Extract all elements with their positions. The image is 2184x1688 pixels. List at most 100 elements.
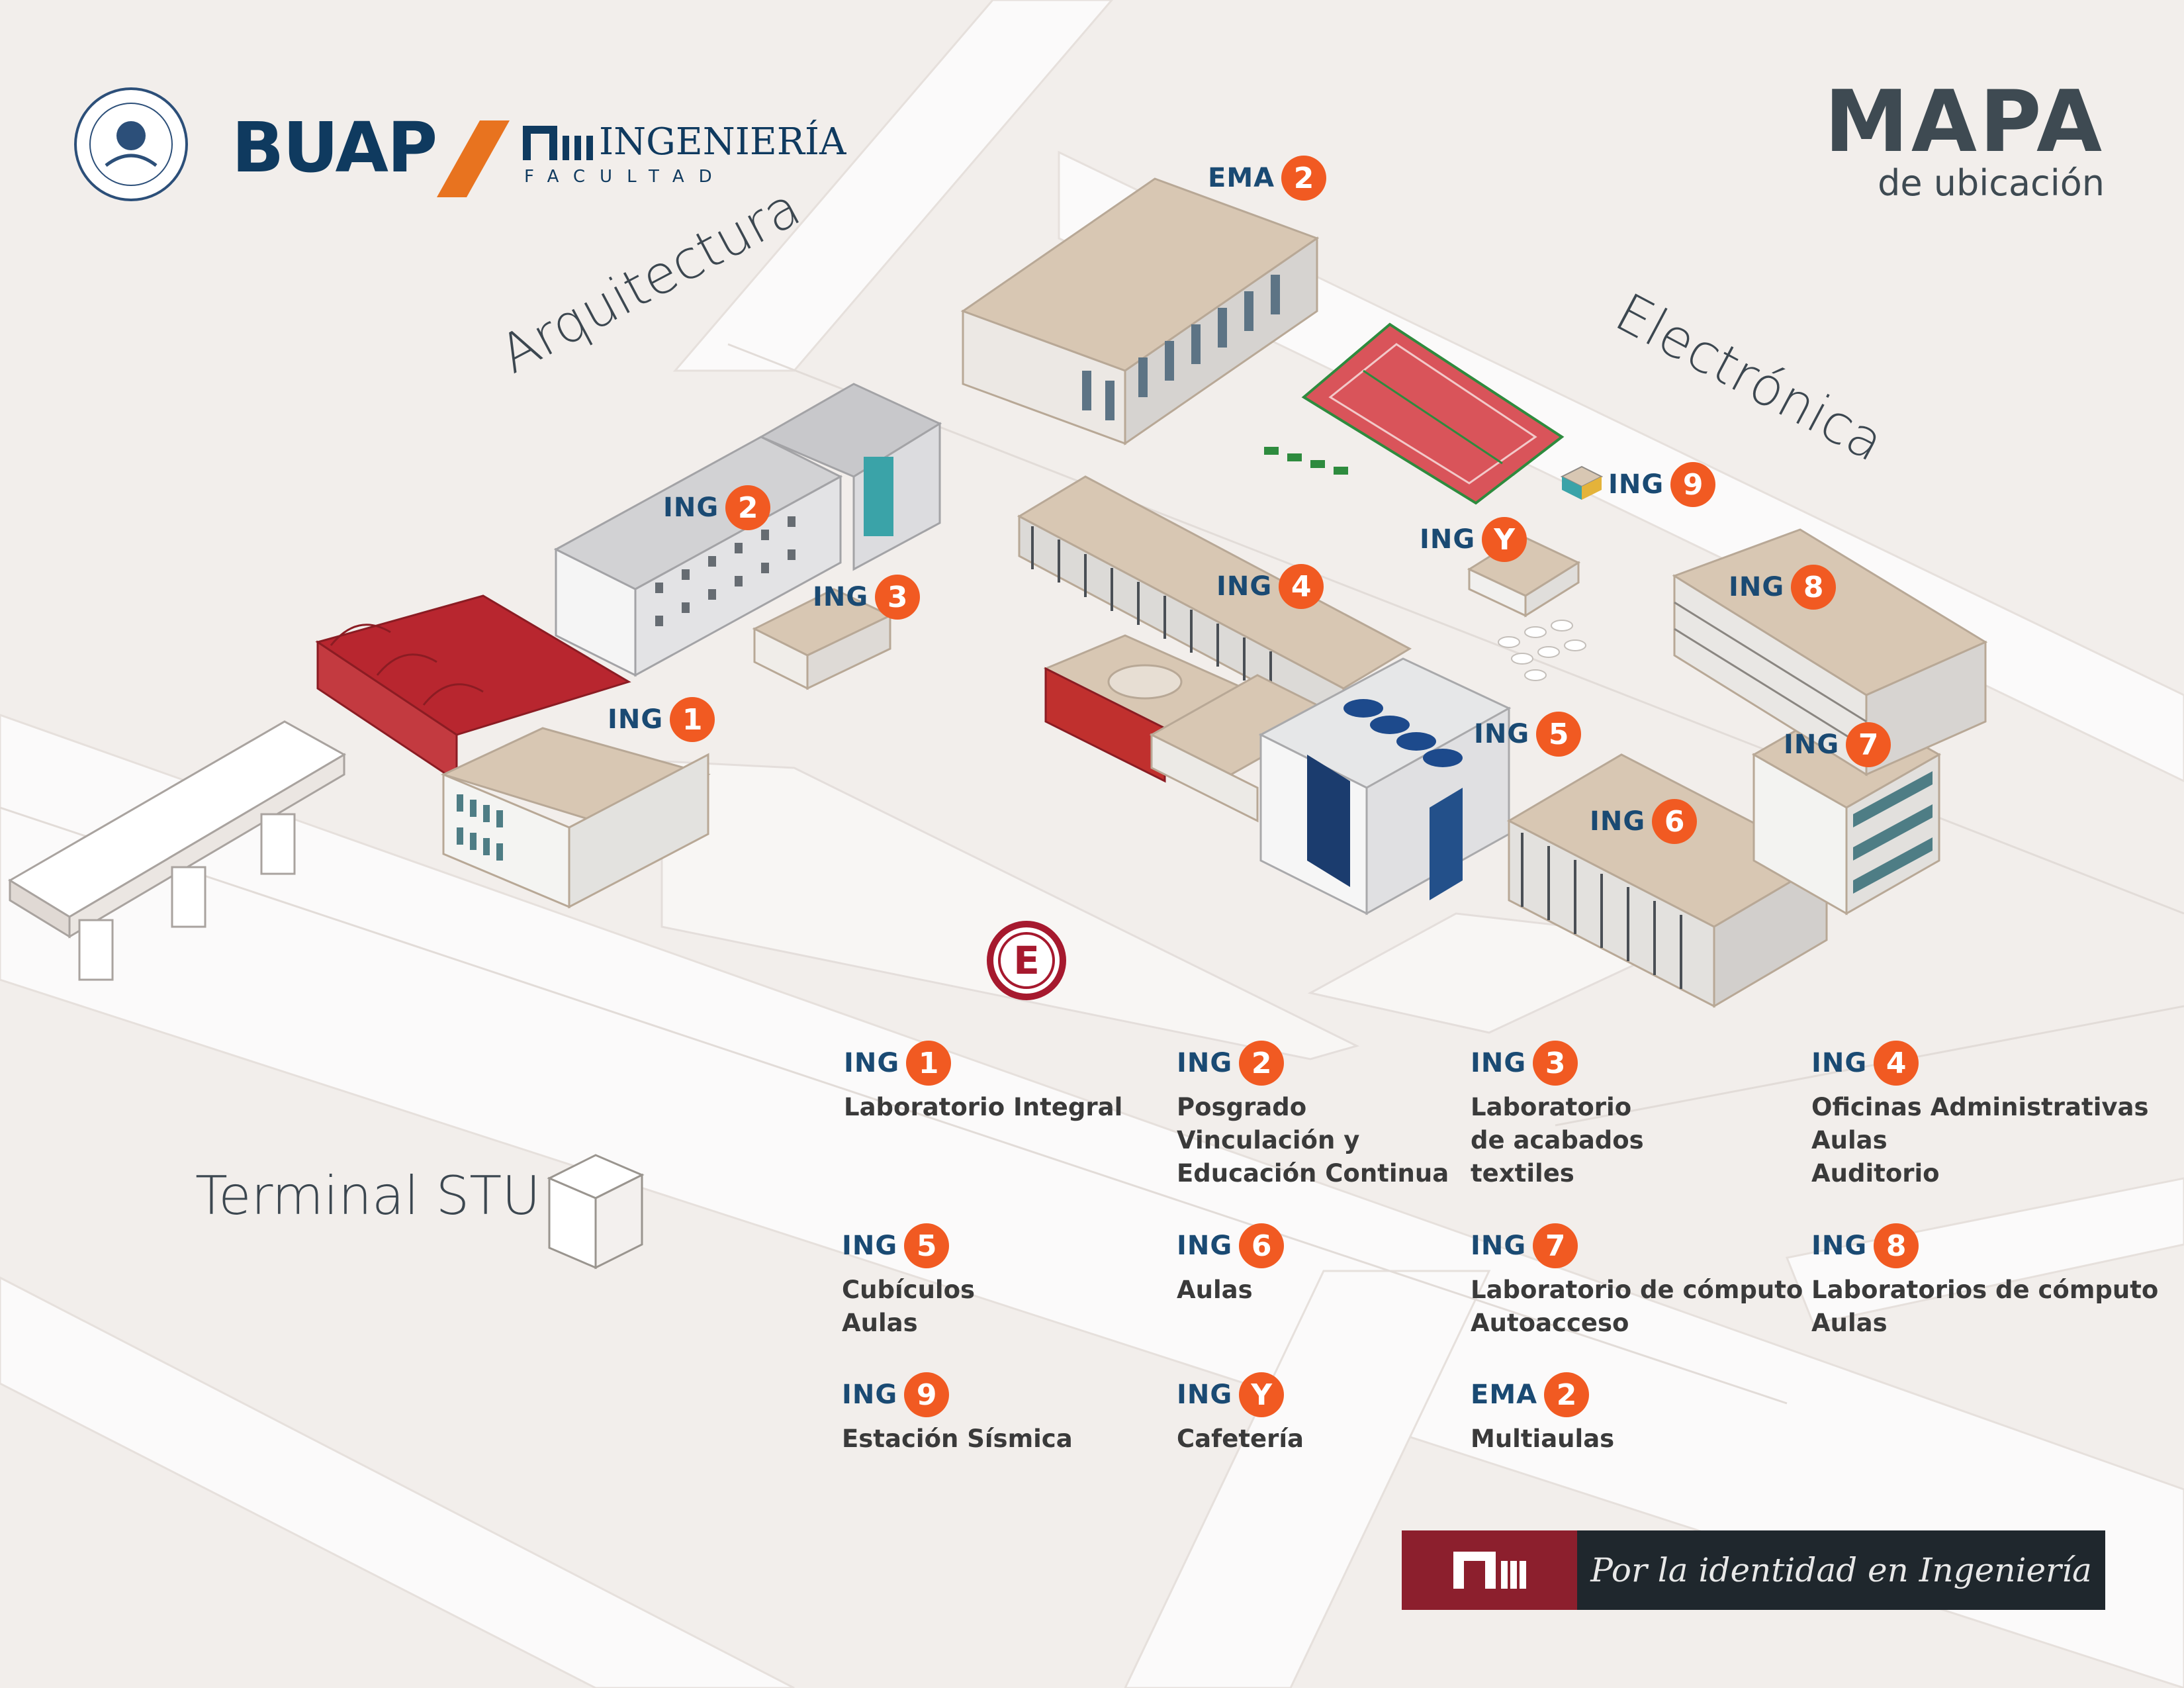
legend-number: 6 (1239, 1223, 1285, 1268)
legend-line: textiles (1471, 1159, 1574, 1188)
map-marker-ingy[interactable]: ING Y (1420, 517, 1527, 562)
banner-slogan: Por la identidad en Ingeniería (1590, 1551, 2092, 1589)
faculty-name: INGENIERÍA (599, 120, 846, 164)
legend-line: Educación Continua (1177, 1159, 1449, 1188)
marker-prefix: ING (608, 704, 664, 735)
terminal-stu-kiosk (547, 1154, 645, 1270)
legend-line: Aulas (1177, 1276, 1253, 1304)
legend-prefix: EMA (1471, 1380, 1538, 1410)
marker-number: Y (1482, 517, 1527, 562)
marker-prefix: ING (1474, 719, 1530, 749)
buap-wordmark: BUAP (232, 107, 437, 188)
legend-prefix: ING (842, 1380, 898, 1410)
marker-prefix: ING (1216, 571, 1273, 602)
legend-line: Auditorio (1811, 1159, 1940, 1188)
marker-prefix: ING (1784, 729, 1840, 760)
legend-number: 9 (904, 1372, 950, 1417)
legend-number: 2 (1544, 1372, 1590, 1417)
building-ing2 (553, 383, 942, 677)
legend-line: Posgrado (1177, 1093, 1307, 1121)
banner-slogan-block: Por la identidad en Ingeniería (1577, 1530, 2105, 1610)
building-ing3 (752, 588, 893, 690)
building-ing8 (1672, 528, 1988, 776)
legend-line: de acabados (1471, 1126, 1644, 1154)
map-marker-ing3[interactable]: ING 3 (813, 575, 921, 620)
legend-number: 7 (1533, 1223, 1578, 1268)
building-ing5 (1258, 657, 1512, 915)
legend-line: Aulas (1811, 1309, 1888, 1337)
marker-prefix: ING (1729, 572, 1785, 602)
legend-number: 4 (1874, 1041, 1919, 1086)
legend-line: Laboratorio (1471, 1093, 1632, 1121)
legend-line: Laboratorio Integral (844, 1093, 1123, 1121)
legend-prefix: ING (1177, 1380, 1233, 1410)
legend-number: 8 (1874, 1223, 1919, 1268)
building-ema2 (960, 177, 1320, 445)
benches (1264, 447, 1348, 475)
legend-line: Aulas (842, 1309, 918, 1337)
area-label-terminal-stu: Terminal STU (195, 1165, 541, 1227)
marker-prefix: EMA (1208, 163, 1275, 193)
marker-prefix: ING (663, 492, 719, 523)
marker-number: 7 (1846, 722, 1891, 767)
legend-line: Estación Sísmica (842, 1425, 1073, 1453)
building-ing4 (1017, 475, 1412, 823)
sports-court (1301, 322, 1565, 505)
marker-number: 2 (1281, 156, 1327, 201)
map-marker-ing5[interactable]: ING 5 (1474, 712, 1582, 757)
marker-number: 8 (1791, 565, 1837, 610)
bridge (8, 720, 347, 981)
legend-prefix: ING (1177, 1048, 1233, 1078)
ingenieria-logo-mark (523, 126, 593, 160)
identity-banner: Por la identidad en Ingeniería (1402, 1530, 2105, 1610)
legend-prefix: ING (842, 1231, 898, 1261)
map-marker-ing1[interactable]: ING 1 (608, 697, 715, 742)
map-marker-ing9[interactable]: ING 9 (1608, 462, 1716, 507)
legend-line: Cubículos (842, 1276, 976, 1304)
marker-number: 6 (1652, 799, 1698, 844)
map-marker-ing4[interactable]: ING 4 (1216, 564, 1324, 609)
building-ing9 (1560, 465, 1604, 500)
marker-number: 3 (875, 575, 921, 620)
legend-number: 3 (1533, 1041, 1578, 1086)
parking-marker[interactable]: E (987, 921, 1066, 1000)
marker-prefix: ING (1608, 469, 1664, 500)
marker-prefix: ING (813, 582, 869, 612)
legend-prefix: ING (844, 1048, 900, 1078)
faculty-subtitle: FACULTAD (524, 167, 727, 187)
map-subtitle: de ubicación (1878, 162, 2105, 204)
legend-prefix: ING (1177, 1231, 1233, 1261)
map-marker-ing2[interactable]: ING 2 (663, 485, 771, 530)
ingenieria-logo-icon (1453, 1552, 1526, 1589)
marker-number: 1 (670, 697, 715, 742)
map-marker-ing8[interactable]: ING 8 (1729, 565, 1837, 610)
legend-prefix: ING (1471, 1048, 1527, 1078)
marker-prefix: ING (1420, 524, 1476, 555)
map-marker-ema2[interactable]: EMA 2 (1208, 156, 1327, 201)
map-marker-ing7[interactable]: ING 7 (1784, 722, 1891, 767)
map-title: MAPA (1824, 73, 2105, 171)
banner-logo-block (1402, 1530, 1577, 1610)
legend-prefix: ING (1471, 1231, 1527, 1261)
legend-line: Multiaulas (1471, 1425, 1615, 1453)
legend-line: Laboratorios de cómputo (1811, 1276, 2159, 1304)
building-ingy (1467, 535, 1586, 681)
marker-number: 9 (1670, 462, 1716, 507)
legend-line: Aulas (1811, 1126, 1888, 1154)
map-marker-ing6[interactable]: ING 6 (1590, 799, 1698, 844)
marker-prefix: ING (1590, 806, 1646, 837)
legend-number: 5 (904, 1223, 950, 1268)
legend-prefix: ING (1811, 1231, 1868, 1261)
marker-number: 2 (725, 485, 771, 530)
